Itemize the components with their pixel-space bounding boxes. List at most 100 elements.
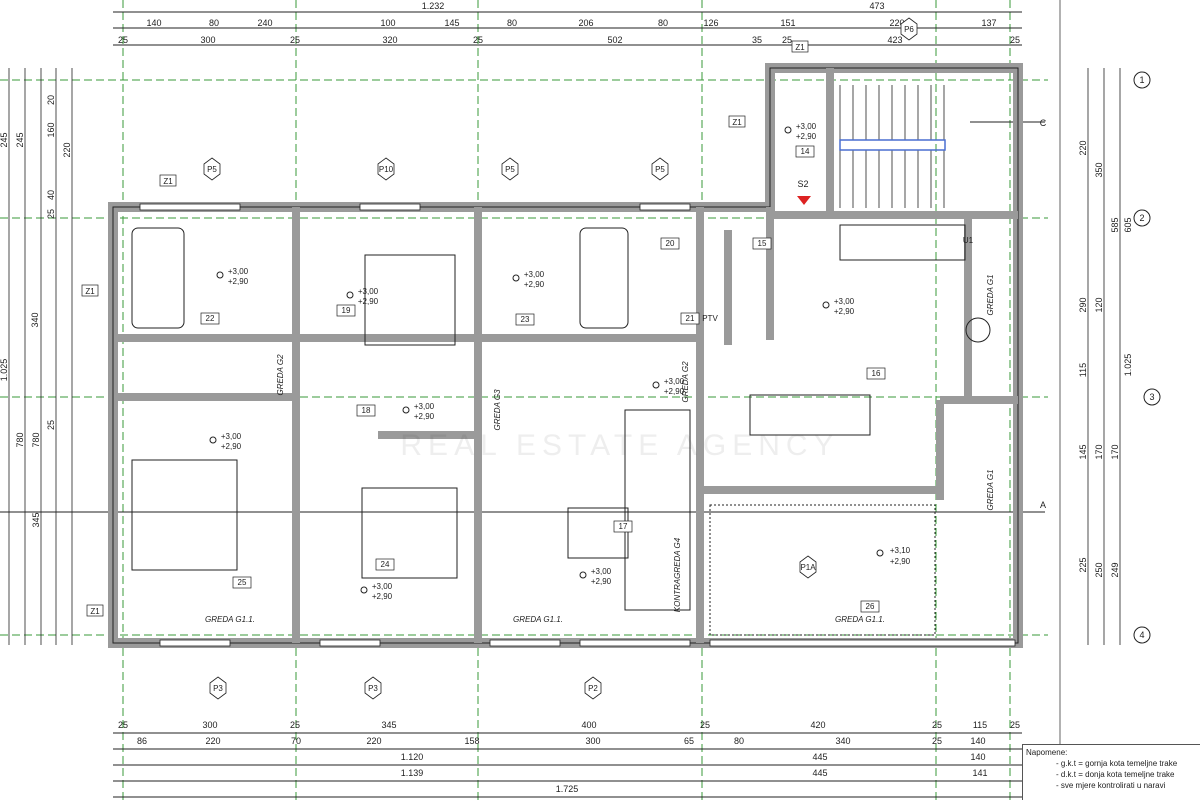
section-marker-icon [797,196,811,205]
dimension-label: 141 [972,768,987,778]
dimension-label: 170 [1094,444,1104,459]
pillar-label: P3 [368,684,378,693]
tag-box [728,115,746,128]
axis-label: 4 [1139,630,1144,640]
level-label: +3,00 [221,432,242,441]
level-label: +2,90 [890,557,911,566]
level-label: +2,90 [664,387,685,396]
dimension-label: 1.725 [556,784,579,794]
dimension-label: 80 [209,18,219,28]
dimension-label: 115 [973,720,987,730]
dimension-label: 220 [62,142,72,157]
dimension-label: 245 [0,132,9,147]
tag-box [81,284,99,297]
level-label: +3,00 [591,567,612,576]
kitchen-counter [839,224,966,261]
dimension-label: 220 [889,18,904,28]
dimension-label: 400 [581,720,596,730]
dimension-label: 220 [205,736,220,746]
window [139,203,241,211]
room-number-box [515,313,535,326]
level-label: +3,00 [358,287,379,296]
pillar-hexagon-icon [651,157,669,181]
dimension-label: 780 [31,432,41,447]
dimension-label: 137 [981,18,996,28]
level-label: +3,10 [890,546,911,555]
dimension-label: 605 [1123,217,1133,232]
dimension-label: 120 [1094,297,1104,312]
dimension-label: 445 [812,752,827,762]
terrace-tiles [709,504,936,636]
window [489,639,561,647]
dimension-label: 320 [382,35,397,45]
pillar-hexagon-icon [799,555,817,579]
dimension-label: 25 [118,720,128,730]
room-number-box [356,404,376,417]
dining-table [749,394,871,436]
dimension-label: 300 [202,720,217,730]
dimension-label: 115 [1078,363,1088,377]
pillar-label: P5 [207,165,217,174]
bed [131,459,238,571]
dimension-label: 170 [1110,444,1120,459]
beam-label: GREDA G1.1. [835,615,885,624]
note-item: - sve mjere kontrolirati u naravi [1056,781,1166,790]
level-label: +2,90 [524,280,545,289]
tag-z1: Z1 [795,43,805,52]
room-number-box [232,576,252,589]
dimension-label: 25 [782,35,792,45]
dimension-label: 25 [932,736,942,746]
note-item: - g.k.t = gornja kota temeljne trake [1056,759,1178,768]
level-label: +2,90 [591,577,612,586]
beam-label: KONTRAGREDA G4 [673,537,682,612]
tag-z1: Z1 [163,177,173,186]
pillar-hexagon-icon [377,157,395,181]
sink [965,317,991,343]
dimension-label: 25 [118,35,128,45]
dimension-label: 25 [473,35,483,45]
beam-label: GREDA G1.1. [205,615,255,624]
window [359,203,421,211]
dimension-label: 86 [137,736,147,746]
dimension-label: 780 [15,432,25,447]
pillar-hexagon-icon [501,157,519,181]
dimension-label: 300 [200,35,215,45]
dimension-label: 300 [585,736,600,746]
dimension-label: 445 [812,768,827,778]
exterior-wall [108,63,1023,648]
dimension-label: 220 [366,736,381,746]
bed [364,254,456,346]
beam-label: GREDA G2 [276,354,285,396]
room-number: 19 [342,306,351,315]
dimension-label: 145 [1078,444,1088,459]
tag-z1: Z1 [732,118,742,127]
axis-bubble [1133,71,1151,89]
level-label: +2,90 [414,412,435,421]
level-marker-icon [402,406,410,414]
dimension-label: 1.232 [422,1,445,11]
tag-box [86,604,104,617]
room-number: 20 [666,239,675,248]
dimension-label: 25 [290,720,300,730]
dimension-label: 140 [970,752,985,762]
dimension-label: 20 [46,95,56,105]
pillar-hexagon-icon [209,676,227,700]
axis-label: 3 [1149,392,1154,402]
axis-label-c: C [1040,118,1047,128]
axis-bubble [1143,388,1161,406]
dimension-label: 25 [46,209,56,219]
room-number-box [613,520,633,533]
room-number: 21 [686,314,695,323]
dimension-label: 220 [1078,140,1088,155]
window [159,639,231,647]
dimension-label: 80 [507,18,517,28]
beam-label: GREDA G2 [681,361,690,403]
level-label: +2,90 [834,307,855,316]
pillar-hexagon-icon [364,676,382,700]
dimension-label: 1.025 [1123,354,1133,377]
room-number-box [660,237,680,250]
level-marker-icon [360,586,368,594]
room-number-box [866,367,886,380]
room-number: 22 [206,314,215,323]
